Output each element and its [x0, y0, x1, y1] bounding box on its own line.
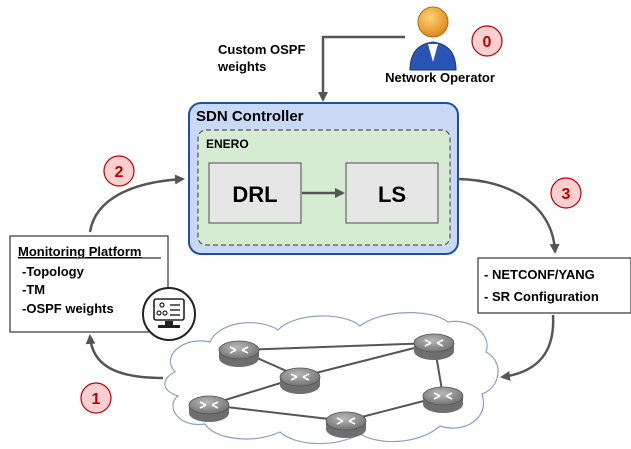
ls-label: LS: [378, 182, 406, 207]
ls-box: [345, 162, 439, 224]
router-icon: [188, 395, 230, 422]
monitoring-item-topology: -Topology: [22, 264, 85, 279]
router-icon: [325, 411, 367, 438]
network-operator-icon: [409, 6, 457, 71]
weights-label-line2: weights: [217, 59, 266, 74]
router-icon: [279, 367, 321, 394]
svg-text:0: 0: [483, 34, 492, 51]
monitoring-platform-title: Monitoring Platform: [18, 244, 142, 259]
config-item-netconf: - NETCONF/YANG: [484, 267, 595, 282]
controller-to-config-arrow: [457, 177, 560, 254]
monitoring-item-ospf-weights: -OSPF weights: [22, 301, 114, 316]
svg-text:3: 3: [562, 186, 571, 203]
router-icon: [422, 386, 464, 413]
drl-label: DRL: [232, 182, 277, 207]
step-2-badge: 2: [103, 155, 135, 187]
router-icon: [218, 340, 260, 367]
monitoring-to-controller-arrow: [88, 174, 185, 233]
svg-text:2: 2: [115, 164, 124, 181]
step-1-badge: 1: [80, 382, 112, 414]
config-item-sr: - SR Configuration: [484, 289, 599, 304]
enero-label: ENERO: [206, 137, 249, 151]
network-to-monitoring-arrow: [85, 334, 164, 380]
weights-arrow: [318, 35, 405, 102]
router-icon: [413, 333, 455, 360]
step-0-badge: 0: [471, 25, 503, 57]
drl-box: [208, 162, 302, 224]
svg-text:1: 1: [92, 391, 101, 408]
monitoring-computer-icon: [142, 287, 196, 341]
step-3-badge: 3: [550, 177, 582, 209]
config-box: [477, 257, 631, 314]
config-to-network-arrow: [500, 314, 555, 381]
weights-label-line1: Custom OSPF: [218, 42, 305, 57]
sdn-controller-title: SDN Controller: [196, 108, 304, 125]
monitoring-item-tm: -TM: [22, 282, 45, 297]
monitoring-platform-box: [9, 235, 169, 333]
network-operator-label: Network Operator: [385, 70, 495, 85]
